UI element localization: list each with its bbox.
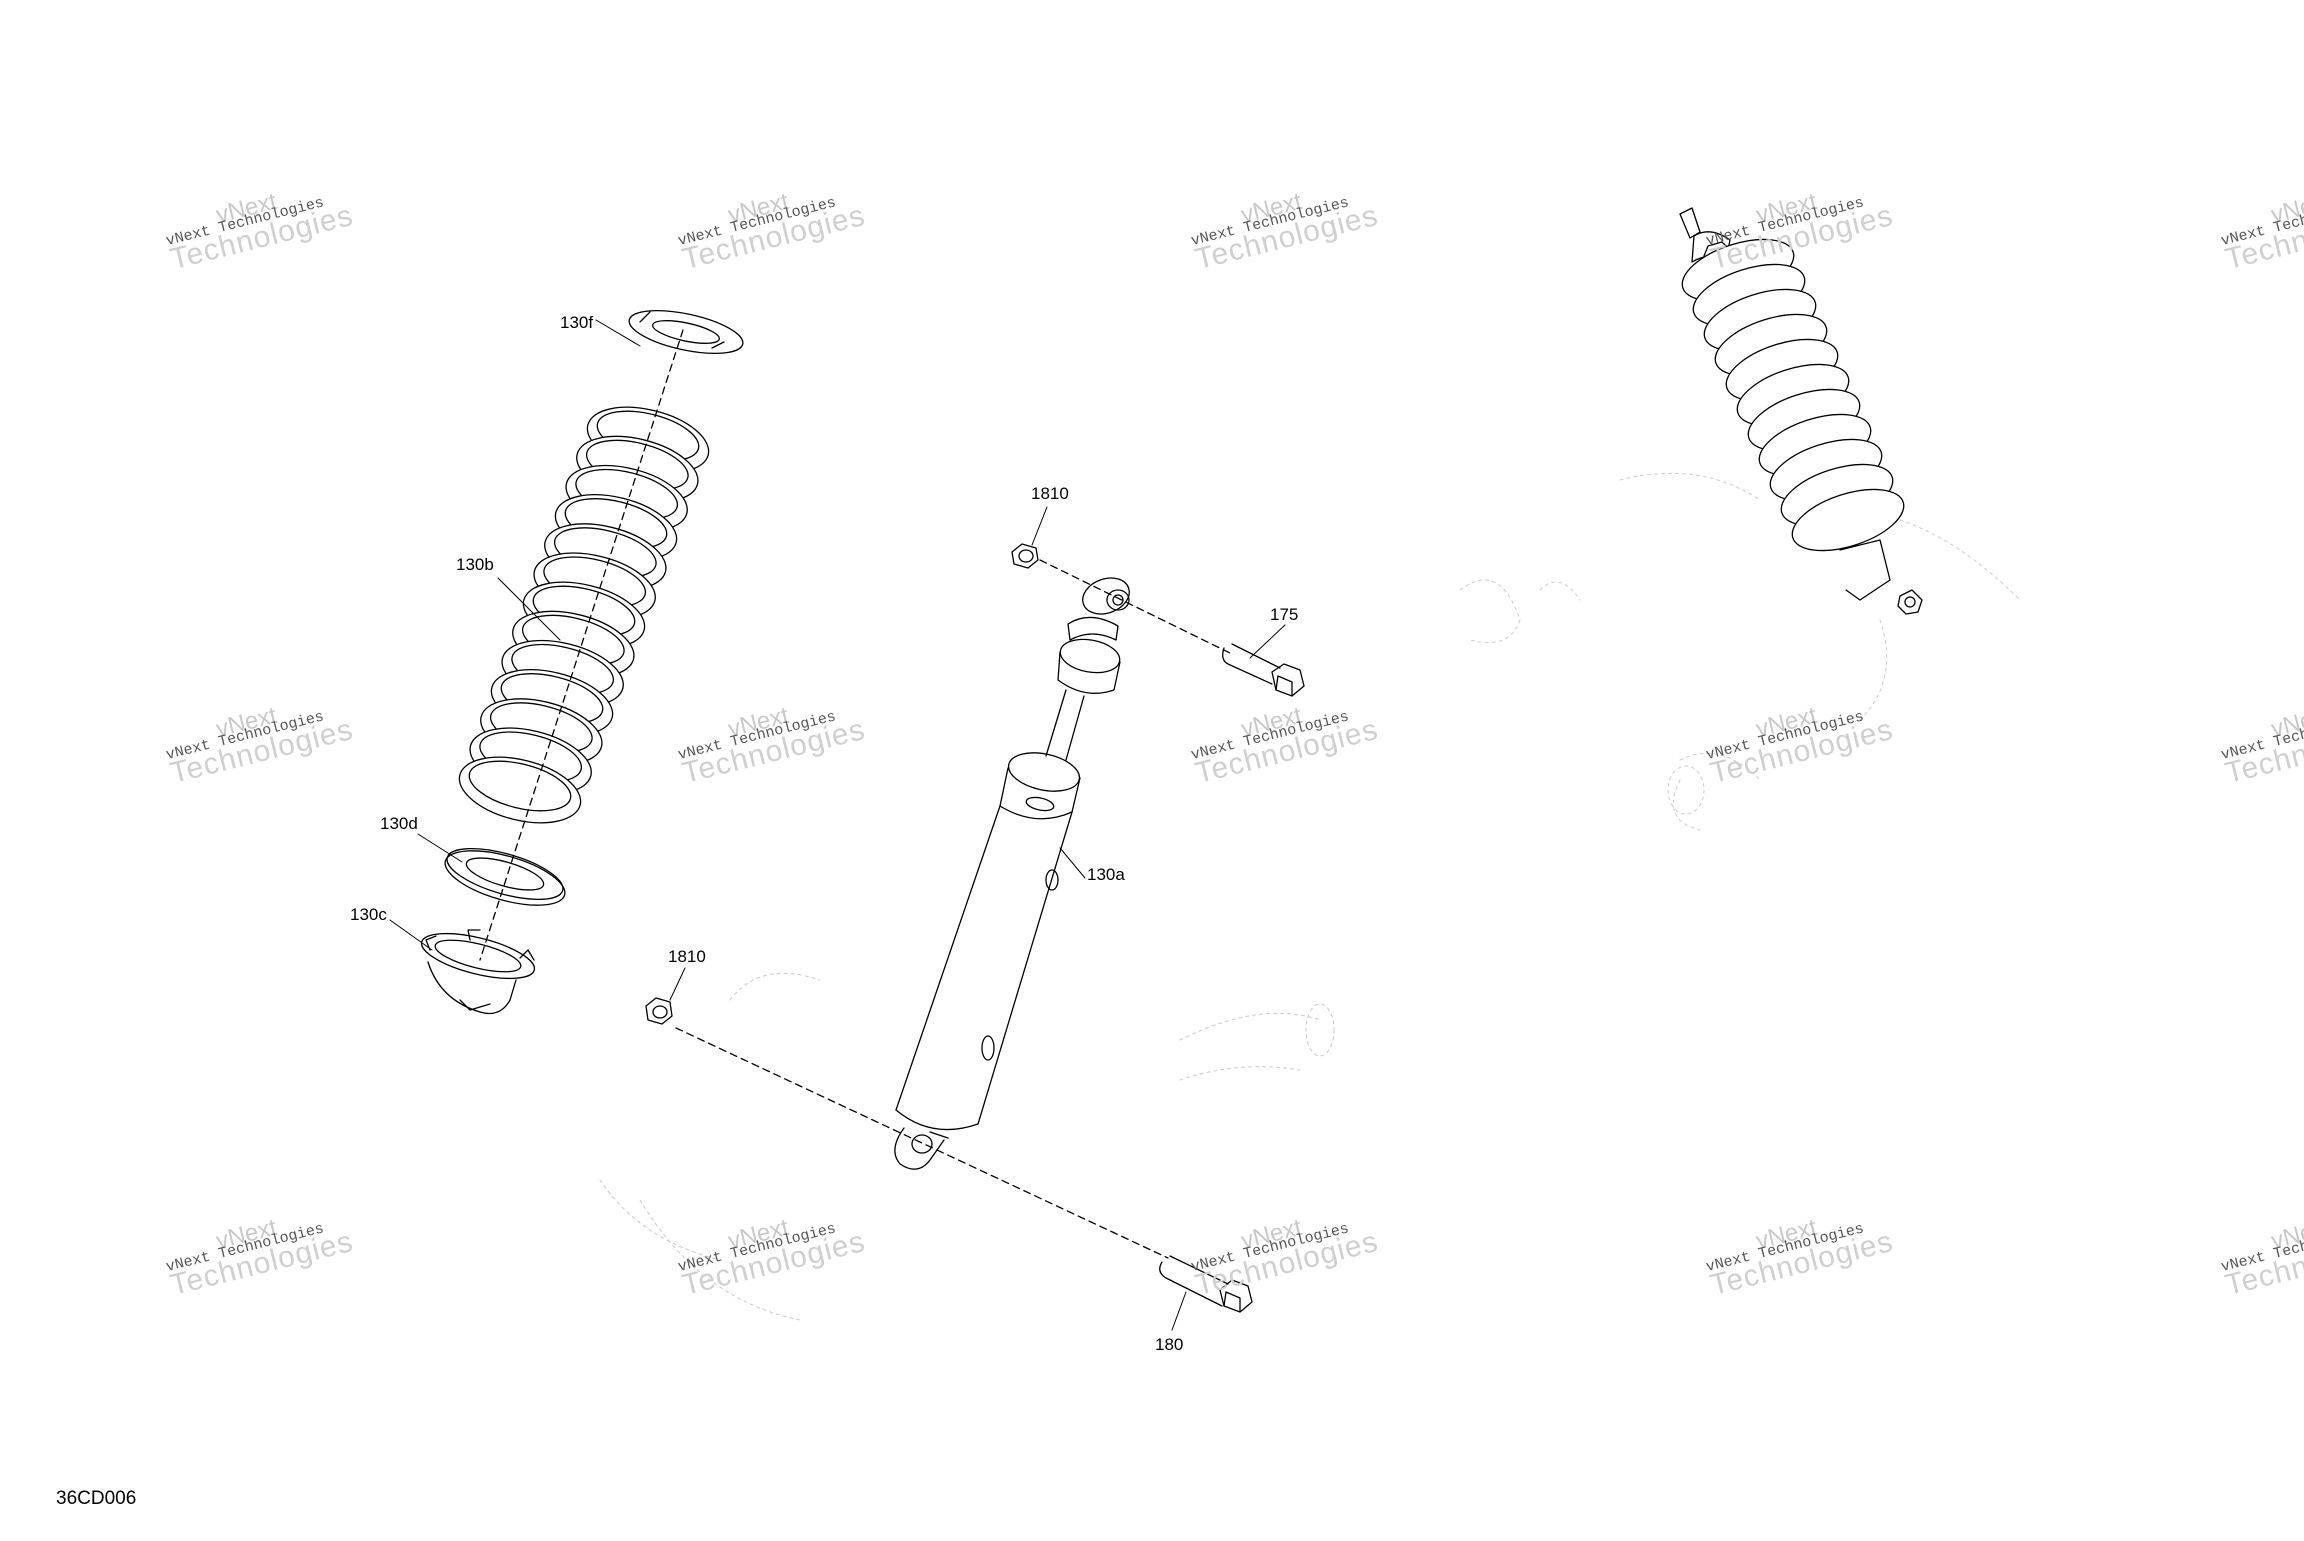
spring-coil-inner xyxy=(468,760,572,812)
retainer-clip-130f xyxy=(628,310,744,354)
callout-1810-top: 1810 xyxy=(1031,484,1069,503)
callout-175: 175 xyxy=(1270,605,1299,624)
spring-stack-centerline xyxy=(479,329,684,961)
callout-130d: 130d xyxy=(380,814,418,833)
callout-130a: 130a xyxy=(1087,865,1125,884)
document-code: 36CD006 xyxy=(56,1488,137,1509)
callout-130f: 130f xyxy=(560,313,594,332)
assembled-shock-view xyxy=(1679,207,1923,615)
assembled-ghost-outline xyxy=(1459,472,2021,831)
callout-130c: 130c xyxy=(350,905,387,924)
callout-1810-bottom: 1810 xyxy=(668,947,706,966)
top-bolt-axis xyxy=(1039,559,1233,655)
nut-1810-top xyxy=(1011,543,1039,569)
coil-spring-130b xyxy=(458,406,710,824)
adjuster-collar-130c xyxy=(420,929,536,1015)
bolt-180 xyxy=(1159,1255,1253,1313)
bolt-175 xyxy=(1222,643,1305,697)
callout-130b: 130b xyxy=(456,555,494,574)
bottom-bolt-axis xyxy=(675,1027,1169,1259)
spring-seat-130d xyxy=(444,847,566,906)
ghost-outline xyxy=(599,972,1335,1321)
nut-1810-bottom xyxy=(645,997,673,1025)
shock-absorber-130a xyxy=(894,577,1130,1170)
assembled-spring-coil xyxy=(1791,488,1905,552)
callout-180: 180 xyxy=(1155,1335,1184,1354)
leader-lines xyxy=(389,319,1286,1331)
